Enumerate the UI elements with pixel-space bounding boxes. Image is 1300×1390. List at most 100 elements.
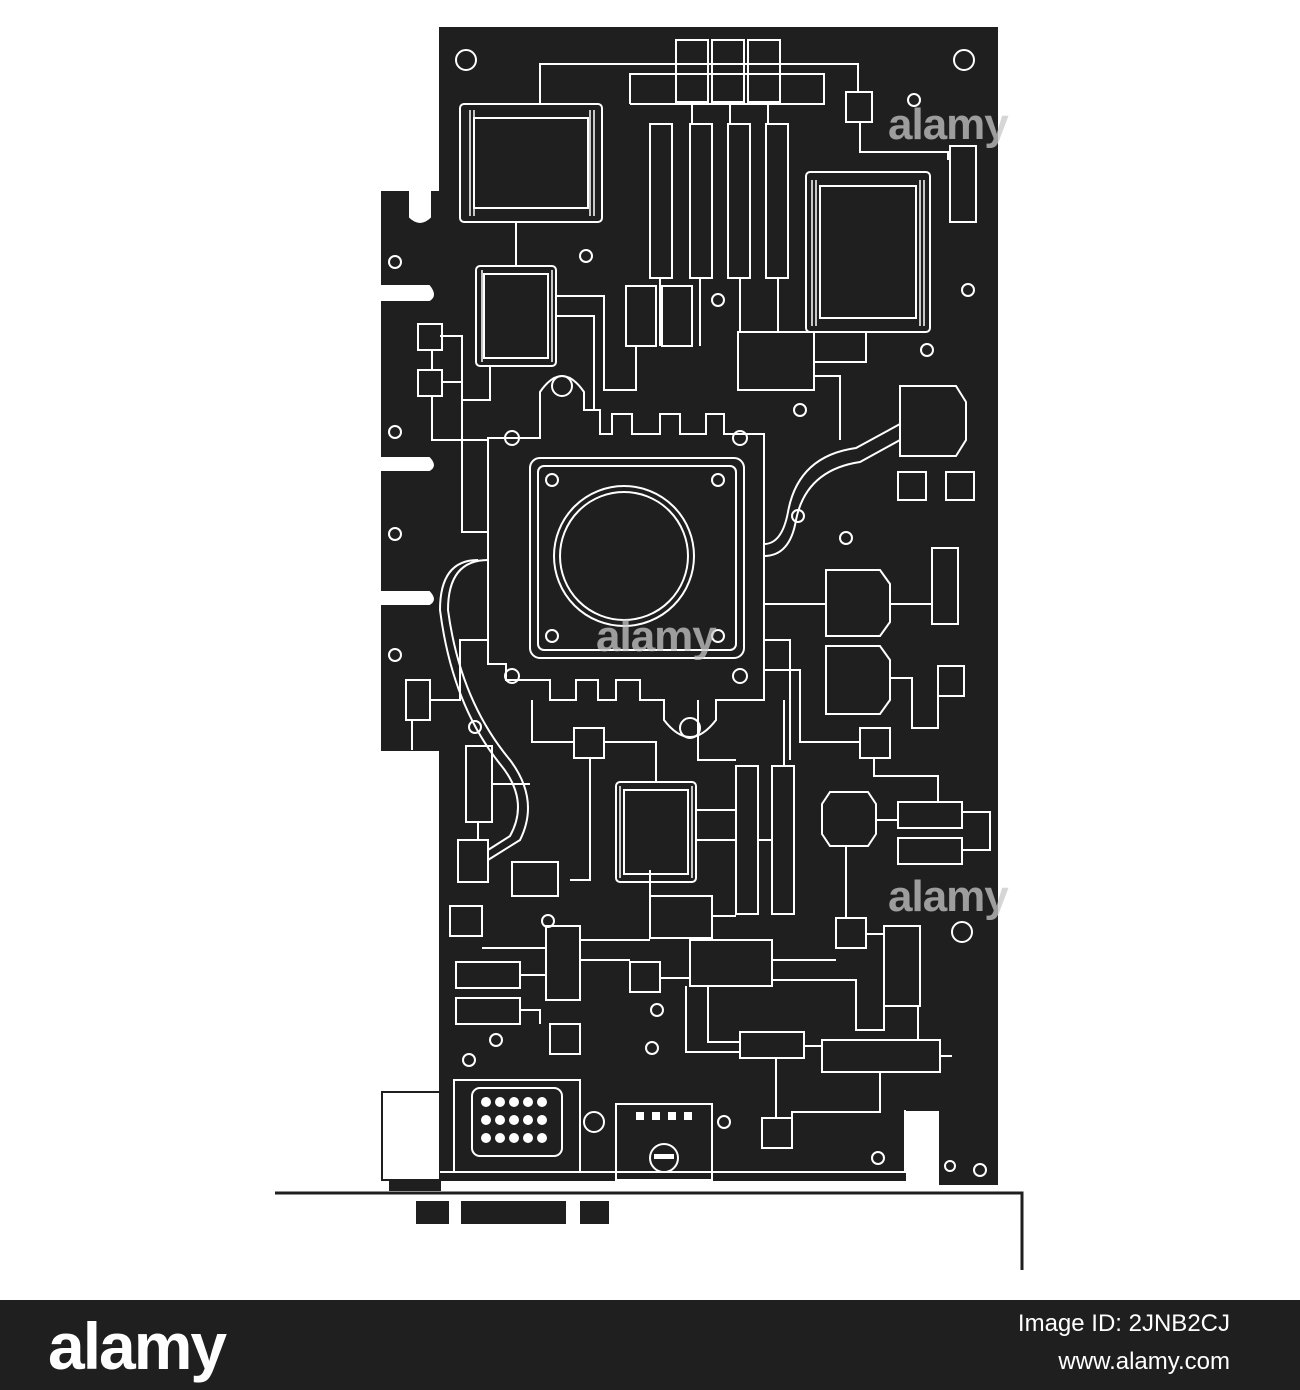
- via: [462, 1053, 476, 1067]
- chip-pins: [811, 180, 925, 326]
- vga-pin: [537, 1097, 547, 1107]
- vga-pin: [523, 1097, 533, 1107]
- capacitor: [711, 39, 745, 103]
- mount-hole: [455, 49, 477, 71]
- qfp-chip-top-left: [459, 103, 603, 223]
- stock-photo-footer: alamy Image ID: 2JNB2CJ www.alamy.com: [0, 1300, 1300, 1390]
- vga-pin: [509, 1133, 519, 1143]
- trace: [845, 819, 898, 918]
- via: [388, 425, 402, 439]
- resistor-stack: [545, 925, 581, 1001]
- resistor-pack: [661, 285, 693, 347]
- via: [388, 648, 402, 662]
- vga-pin: [509, 1097, 519, 1107]
- trace: [580, 939, 690, 979]
- vga-pin: [495, 1097, 505, 1107]
- pin-header: [449, 905, 483, 937]
- trace: [859, 122, 949, 160]
- trace: [629, 73, 825, 105]
- trace: [477, 783, 530, 840]
- vga-pin: [495, 1115, 505, 1125]
- trace: [431, 350, 488, 441]
- image-id-label: Image ID: 2JNB2CJ: [1017, 1310, 1230, 1337]
- trace: [570, 758, 591, 881]
- trace: [556, 315, 595, 410]
- chip-pins: [481, 270, 693, 878]
- small-ic: [937, 665, 965, 697]
- trace: [411, 639, 488, 750]
- trace: [873, 758, 991, 851]
- via: [944, 1160, 956, 1172]
- via: [468, 720, 482, 734]
- small-ic-bottom-body: [623, 789, 689, 875]
- trace: [446, 559, 529, 861]
- inductor: [825, 645, 891, 715]
- small-ic: [897, 471, 927, 501]
- connector: [457, 839, 489, 883]
- circuit-board-drawing: [275, 27, 1024, 1270]
- qfp-chip-right: [805, 171, 931, 333]
- via: [793, 403, 807, 417]
- trace: [696, 809, 772, 841]
- trace: [531, 700, 657, 782]
- screw: [732, 668, 748, 684]
- mount-hole: [953, 49, 975, 71]
- chip-block: [689, 939, 773, 987]
- port-screw: [583, 1111, 605, 1133]
- inductor: [821, 791, 877, 847]
- trace: [917, 1006, 952, 1057]
- mount-hole-inner: [921, 1125, 931, 1135]
- trace: [649, 870, 736, 917]
- via: [717, 1115, 731, 1129]
- trace: [539, 63, 859, 104]
- via: [579, 249, 593, 263]
- vga-pin: [481, 1097, 491, 1107]
- trace: [685, 986, 740, 1053]
- illustration: [275, 27, 1024, 1270]
- fuse: [949, 145, 977, 223]
- vga-pin: [481, 1133, 491, 1143]
- footer-logo: alamy: [48, 1309, 227, 1383]
- chip-block: [511, 861, 559, 897]
- fan-circle-inner: [559, 491, 689, 621]
- trace: [697, 700, 785, 766]
- small-ic-body: [483, 273, 549, 359]
- trace: [482, 947, 546, 1024]
- vga-pin: [523, 1115, 533, 1125]
- via: [403, 1151, 417, 1165]
- trace: [515, 222, 637, 391]
- trace: [440, 1110, 906, 1173]
- vga-pin: [523, 1133, 533, 1143]
- trace: [775, 1045, 881, 1134]
- via: [973, 1163, 987, 1177]
- via: [645, 1041, 659, 1055]
- vga-pin: [509, 1115, 519, 1125]
- inductor: [899, 385, 967, 457]
- inductor: [825, 569, 891, 637]
- chip-pins: [469, 110, 595, 216]
- gpu-die-inner: [537, 465, 737, 651]
- footer-url[interactable]: www.alamy.com: [1058, 1348, 1230, 1375]
- watermark-top-right: alamy: [888, 100, 1009, 149]
- qfp-chip-right-body: [819, 185, 917, 319]
- vga-pin: [537, 1133, 547, 1143]
- via: [489, 1033, 503, 1047]
- trace: [438, 559, 519, 851]
- svideo-pin: [684, 1112, 692, 1120]
- port-screw: [409, 1111, 431, 1133]
- via: [871, 1151, 885, 1165]
- watermark-lower-right: alamy: [888, 872, 1009, 921]
- trace: [814, 332, 867, 440]
- via: [839, 531, 853, 545]
- via: [388, 255, 402, 269]
- screw: [504, 430, 520, 446]
- vga-pin: [481, 1115, 491, 1125]
- watermark-center: alamy: [596, 612, 717, 661]
- bracket-tab-right: [580, 1201, 609, 1224]
- svideo-pin: [636, 1112, 644, 1120]
- fuse: [931, 547, 959, 625]
- svideo-connector: [615, 1103, 713, 1181]
- trace: [461, 400, 488, 533]
- bracket-tab-middle: [461, 1201, 566, 1224]
- small-ic: [549, 1023, 581, 1055]
